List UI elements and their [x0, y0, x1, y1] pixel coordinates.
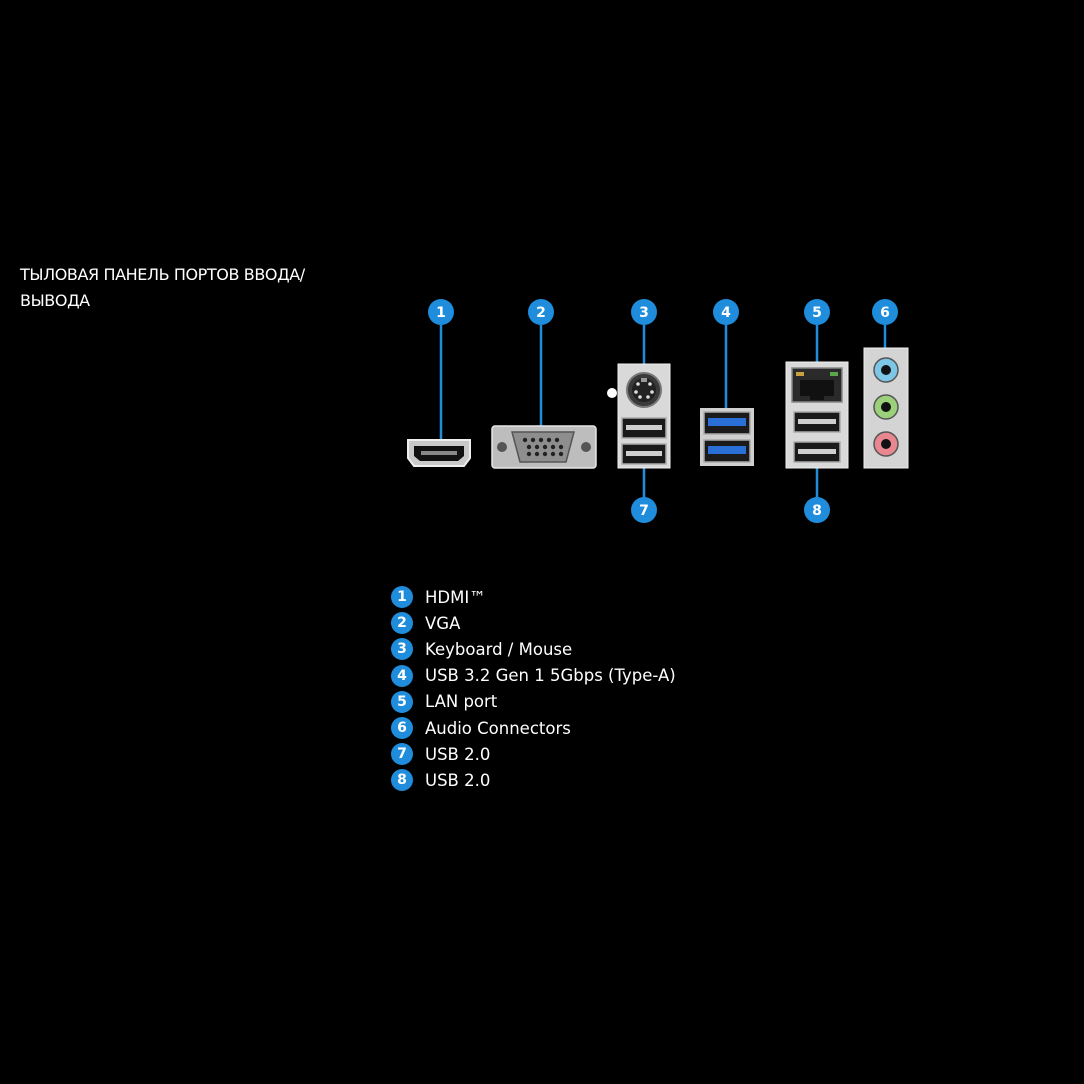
svg-text:8: 8 [812, 503, 822, 519]
legend-number: 1 [391, 586, 413, 609]
legend-number: 6 [391, 717, 413, 740]
legend-label: Audio Connectors [425, 718, 571, 738]
ps2-marker-dot [607, 388, 617, 398]
legend-label: HDMI™ [425, 587, 486, 607]
lan-port-icon [791, 367, 843, 403]
callout-badges: 1 2 3 4 5 6 7 8 [428, 299, 898, 523]
hdmi-port-icon [407, 439, 471, 467]
usb2-port-icon [793, 411, 841, 463]
legend-label: USB 3.2 Gen 1 5Gbps (Type-A) [425, 666, 676, 686]
page-title-line-1: ТЫЛОВАЯ ПАНЕЛЬ ПОРТОВ ВВОДА/ [20, 265, 305, 284]
ps2-usb-stack [607, 363, 671, 469]
legend-label: VGA [425, 613, 461, 633]
legend-number: 8 [391, 769, 413, 792]
legend-item: 7 USB 2.0 [391, 741, 676, 767]
usb3-port-icon [700, 408, 754, 466]
legend-item: 2 VGA [391, 610, 676, 636]
legend-number: 5 [391, 690, 413, 713]
legend-label: Keyboard / Mouse [425, 639, 573, 659]
badge-5: 5 [804, 299, 830, 325]
svg-text:6: 6 [880, 305, 890, 321]
legend-item: 6 Audio Connectors [391, 715, 676, 741]
badge-1: 1 [428, 299, 454, 325]
svg-text:7: 7 [639, 503, 649, 519]
legend-item: 1 HDMI™ [391, 584, 676, 610]
page-title-line-2: ВЫВОДА [20, 291, 90, 310]
badge-7: 7 [631, 497, 657, 523]
legend-number: 2 [391, 612, 413, 635]
vga-port-icon [491, 425, 597, 469]
audio-jacks-icon [863, 347, 909, 469]
page-title: ТЫЛОВАЯ ПАНЕЛЬ ПОРТОВ ВВОДА/ ВЫВОДА [20, 262, 350, 314]
ps2-port-icon [626, 372, 662, 408]
legend-item: 8 USB 2.0 [391, 767, 676, 793]
legend-item: 5 LAN port [391, 689, 676, 715]
legend-label: LAN port [425, 692, 498, 712]
legend-number: 3 [391, 638, 413, 661]
badge-6: 6 [872, 299, 898, 325]
badge-8: 8 [804, 497, 830, 523]
port-legend: 1 HDMI™ 2 VGA 3 Keyboard / Mouse 4 USB 3.2 G… [391, 584, 676, 794]
svg-text:1: 1 [436, 305, 446, 321]
svg-text:4: 4 [721, 305, 731, 321]
legend-number: 7 [391, 743, 413, 766]
badge-4: 4 [713, 299, 739, 325]
legend-item: 4 USB 3.2 Gen 1 5Gbps (Type-A) [391, 663, 676, 689]
legend-label: USB 2.0 [425, 744, 491, 764]
badge-2: 2 [528, 299, 554, 325]
lan-usb-stack [785, 361, 849, 469]
svg-text:5: 5 [812, 305, 822, 321]
badge-3: 3 [631, 299, 657, 325]
usb2-port-icon [621, 417, 667, 465]
legend-number: 4 [391, 664, 413, 687]
legend-item: 3 Keyboard / Mouse [391, 636, 676, 662]
legend-label: USB 2.0 [425, 770, 491, 790]
svg-text:2: 2 [536, 305, 546, 321]
svg-text:3: 3 [639, 305, 649, 321]
